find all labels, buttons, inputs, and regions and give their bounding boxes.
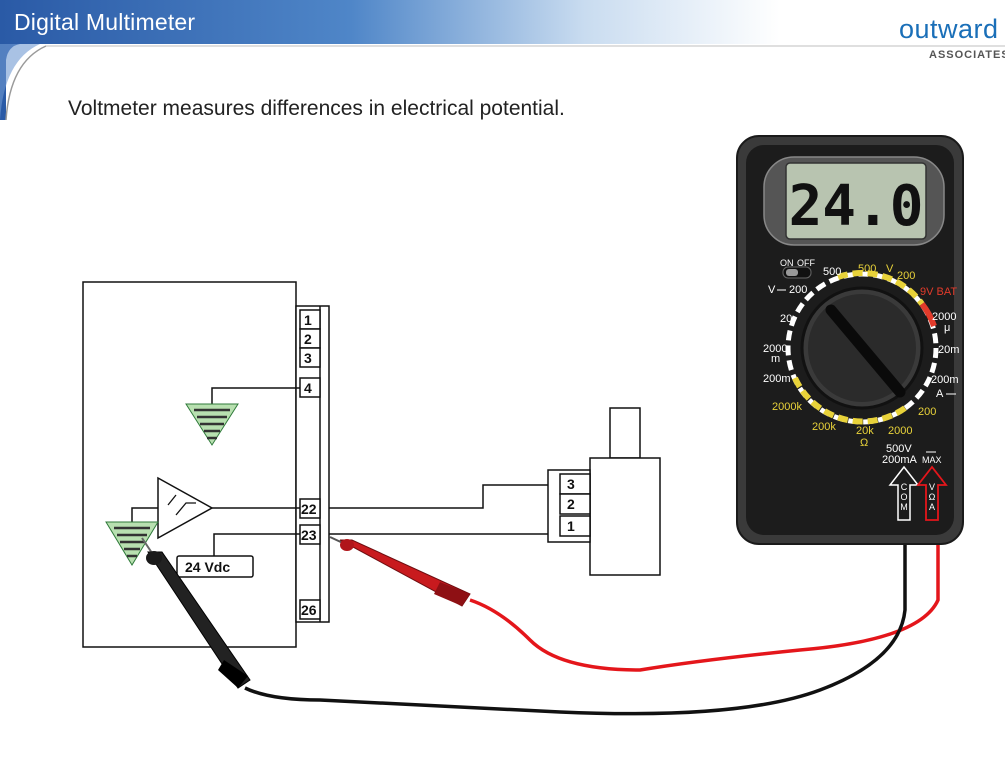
dial-label: m	[771, 353, 780, 365]
company-logo: outward ASSOCIATES	[865, 14, 1005, 64]
com-jack[interactable]: C O M	[888, 465, 920, 521]
lcd-screen	[785, 162, 927, 240]
dial-label: 500	[823, 266, 841, 278]
terminal-label: 4	[304, 380, 312, 396]
dial-label: 500	[858, 263, 876, 275]
com-label: M	[900, 502, 908, 512]
terminal-cell	[299, 599, 321, 620]
supply-label-box	[176, 555, 254, 578]
dial-label: V	[886, 263, 894, 275]
dial-label: μ	[944, 322, 950, 334]
v-jack-label: V	[929, 482, 935, 492]
jack-rating: 500V	[886, 443, 912, 455]
dial-pointer	[825, 304, 906, 398]
terminal-label: 3	[304, 350, 312, 366]
voltage-jack[interactable]: V Ω A	[916, 465, 948, 521]
dial-label: 20k	[856, 425, 874, 437]
com-label: C	[901, 482, 908, 492]
dial-label: 200m	[931, 374, 959, 386]
dial-label: 20m	[938, 344, 959, 356]
dial-label: 200	[897, 270, 915, 282]
dial-label: 200m	[763, 373, 791, 385]
sensor-device	[547, 407, 661, 576]
jack-rating: 200mA	[882, 454, 918, 466]
terminal-label: 22	[301, 501, 317, 517]
controller-box	[82, 281, 297, 648]
sensor-terminal-label: 1	[567, 518, 575, 534]
red-lead-wire	[469, 540, 940, 672]
page-title: Digital Multimeter	[14, 9, 196, 35]
bat-label: 9V BAT	[920, 286, 957, 298]
ground-symbol-top	[185, 387, 300, 446]
slide-subtitle: Voltmeter measures differences in electr…	[68, 97, 565, 120]
terminal-label: 2	[304, 331, 312, 347]
multimeter: 24.0 ON OFF V 200 500 5	[736, 135, 964, 545]
black-lead-wire	[244, 540, 907, 716]
terminal-label: 26	[301, 602, 317, 618]
power-off-label: OFF	[797, 258, 815, 268]
logo-wordmark: outward	[899, 14, 999, 44]
header-band	[0, 0, 1005, 120]
dial-label: 2000	[888, 425, 912, 437]
sensor-terminal-label: 3	[567, 476, 575, 492]
terminal-label: 1	[304, 312, 312, 328]
dial-label: Ω	[860, 437, 868, 449]
v-jack-label: Ω	[929, 492, 936, 502]
sensor-terminal-label: 2	[567, 496, 575, 512]
dial-label: 2000k	[772, 401, 802, 413]
power-on-label: ON	[780, 258, 794, 268]
com-label: O	[900, 492, 907, 502]
terminal-label: 23	[301, 527, 317, 543]
header: Digital Multimeter outward ASSOCIATES	[0, 0, 1005, 120]
dial-label-vdc: V	[768, 284, 776, 296]
red-probe[interactable]	[329, 536, 471, 607]
dial-label: 200	[918, 406, 936, 418]
dial-label: 200k	[812, 421, 836, 433]
display-value: 24.0	[789, 174, 924, 239]
v-jack-label: A	[929, 502, 935, 512]
amplifier-symbol	[131, 476, 300, 540]
supply-label: 24 Vdc	[185, 559, 230, 575]
dial-label: A	[936, 388, 944, 400]
terminal-cell	[299, 347, 321, 368]
dial-label: 200	[789, 284, 807, 296]
dial-label: 2000	[932, 311, 956, 323]
black-probe[interactable]	[141, 537, 251, 689]
range-arcs	[785, 270, 939, 425]
jack-max: MAX	[922, 455, 942, 465]
dial-label: 20	[780, 313, 792, 325]
logo-subtext: ASSOCIATES	[929, 49, 1005, 61]
ground-symbol-bottom	[105, 521, 159, 566]
dial-label: 2000	[763, 343, 787, 355]
signal-wire	[329, 484, 560, 509]
